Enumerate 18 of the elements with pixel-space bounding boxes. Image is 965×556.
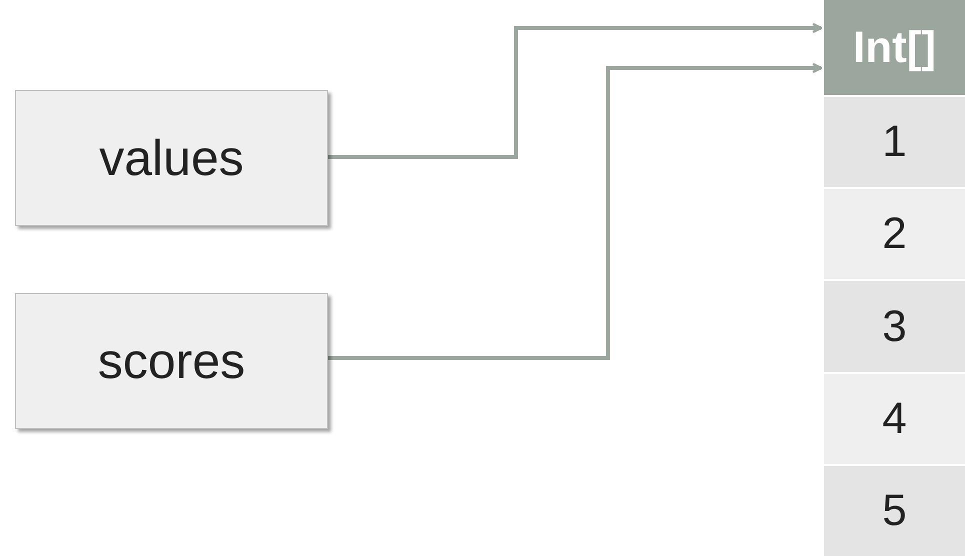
array-element <box>824 95 965 188</box>
variable-name: scores <box>98 332 246 390</box>
element-value: 3 <box>882 300 907 352</box>
variable-name: values <box>99 128 244 188</box>
array-header <box>824 0 965 95</box>
array-element <box>824 279 965 372</box>
variable-box <box>15 293 328 429</box>
array-element <box>824 187 965 280</box>
element-value: 1 <box>882 116 907 168</box>
connector-arrow <box>328 22 822 159</box>
element-value: 2 <box>882 208 907 260</box>
type-label: Int[] <box>852 22 936 74</box>
element-value: 5 <box>882 484 907 537</box>
connector-arrow <box>328 62 822 360</box>
array-element <box>824 372 965 464</box>
variable-box <box>15 90 328 226</box>
element-value: 4 <box>882 392 907 445</box>
array-element <box>824 464 965 556</box>
